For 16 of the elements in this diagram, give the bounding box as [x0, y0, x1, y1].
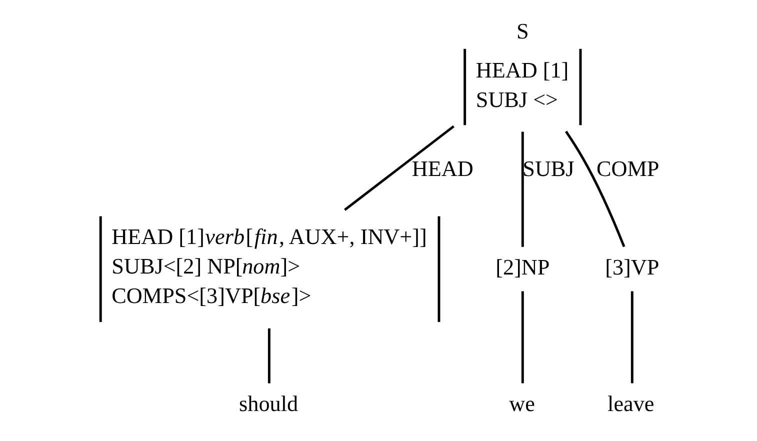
edge-label: SUBJ — [522, 156, 574, 182]
edge-label: COMP — [596, 156, 659, 182]
node-text: [2]NP — [495, 254, 550, 280]
node-text: should — [238, 391, 298, 416]
connector — [520, 132, 524, 247]
node-text: S HEAD [1] SUBJ <> — [475, 18, 568, 112]
connector — [564, 130, 625, 248]
connector — [630, 291, 633, 384]
edge-label: HEAD — [411, 156, 473, 182]
node-text: HEAD [1]verb[fin, AUX+, INV+]] SUBJ<[2] NP[nom]> COMPS<[3]VP[bse]> — [111, 224, 426, 308]
connector — [520, 291, 524, 384]
node-text: leave — [607, 391, 654, 416]
connector — [267, 328, 270, 384]
connector — [344, 125, 454, 211]
node-text: we — [508, 391, 534, 416]
node-text: [3]VP — [604, 254, 659, 280]
